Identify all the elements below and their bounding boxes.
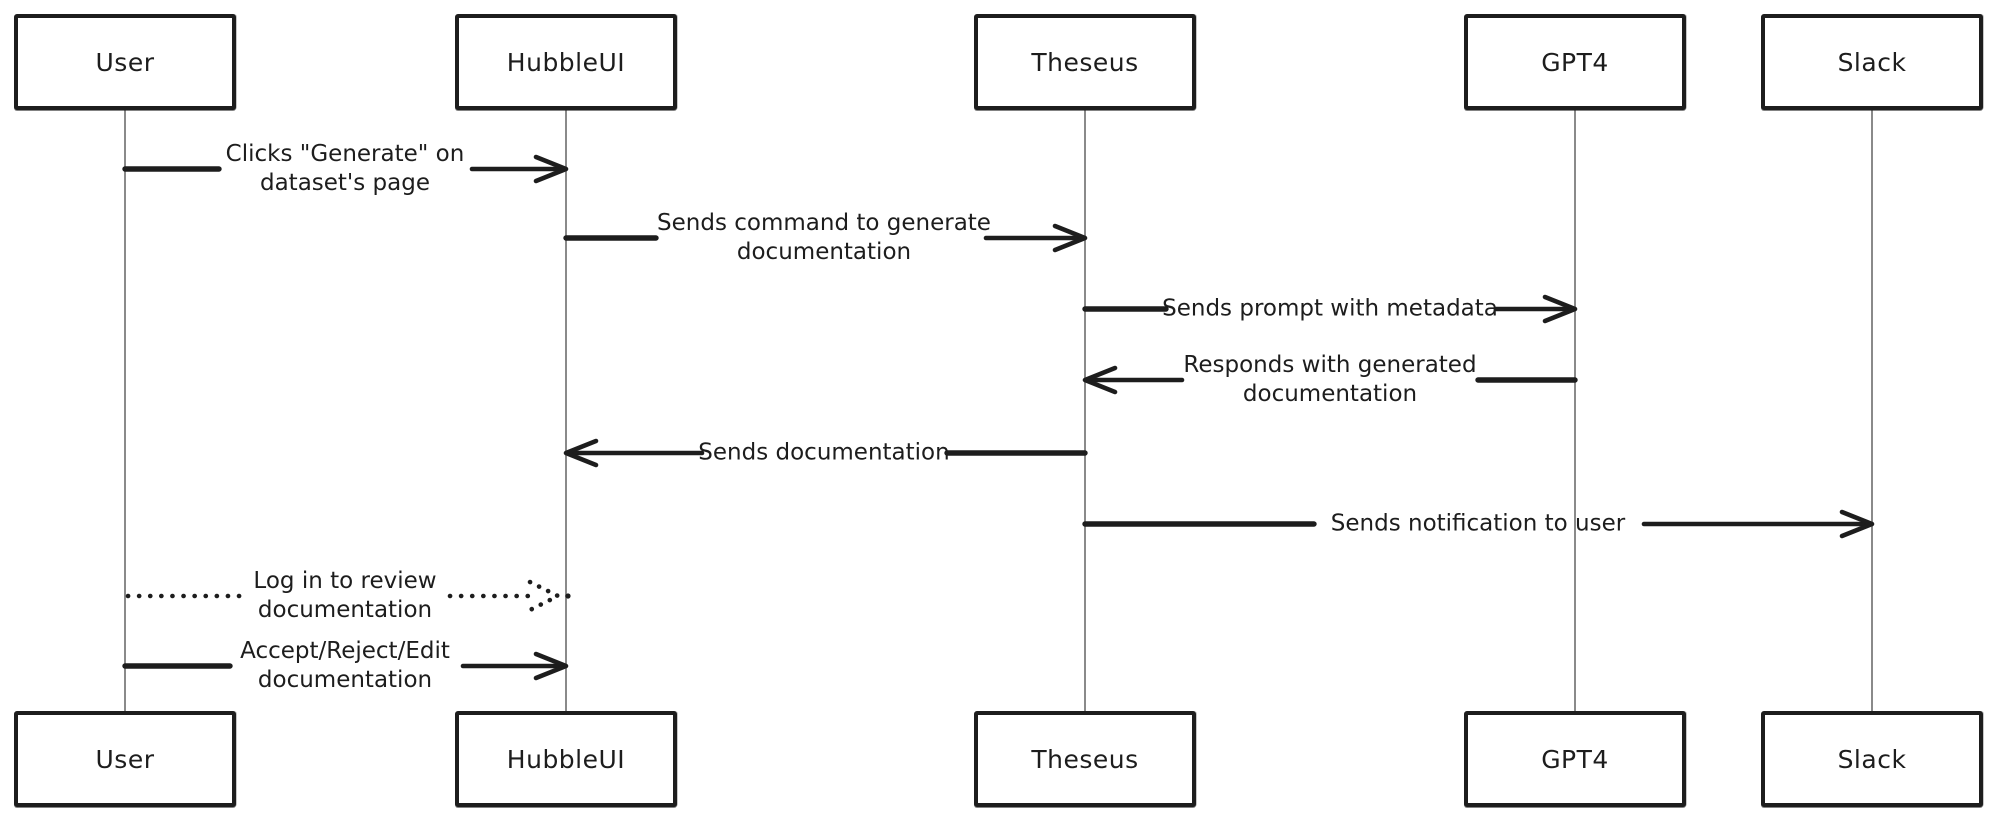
- message-label-2: Sends command to generate documentation: [657, 209, 991, 267]
- actor-label-gpt4-bottom: GPT4: [1541, 744, 1609, 774]
- actor-label-slack: Slack: [1837, 47, 1907, 77]
- message-label-line: Accept/Reject/Edit: [240, 638, 450, 664]
- actor-box-slack-bottom: Slack: [1761, 711, 1983, 807]
- message-label-line: Sends notification to user: [1330, 510, 1626, 537]
- message-label-6: Sends notification to user: [1331, 510, 1625, 539]
- actor-box-theseus-top: Theseus: [974, 14, 1196, 110]
- actor-label-user-bottom: User: [95, 744, 155, 774]
- message-label-line: Log in to review: [253, 568, 437, 594]
- actor-label-hubbleui: HubbleUI: [506, 47, 626, 77]
- actor-label-slack-bottom: Slack: [1837, 744, 1907, 774]
- actor-box-hubbleui-top: HubbleUI: [455, 14, 677, 110]
- message-label-line: documentation: [1242, 381, 1418, 407]
- actor-label-theseus-bottom: Theseus: [1031, 744, 1139, 774]
- msg5-arrowhead-icon: [563, 438, 599, 468]
- actor-box-gpt4-top: GPT4: [1464, 14, 1686, 110]
- actor-label-theseus: Theseus: [1031, 47, 1139, 77]
- msg6-arrowhead-icon: [1839, 509, 1875, 539]
- msg7-arrow-tip-dot: [565, 593, 571, 599]
- message-label-5: Sends documentation: [698, 439, 949, 468]
- message-label-line: documentation: [257, 667, 433, 693]
- message-label-3: Sends prompt with metadata: [1162, 295, 1498, 324]
- message-label-4: Responds with generated documentation: [1183, 351, 1476, 409]
- message-label-line: Sends command to generate: [657, 210, 991, 236]
- actor-box-hubbleui-bottom: HubbleUI: [455, 711, 677, 807]
- msg2-arrowhead-icon: [1052, 223, 1088, 253]
- actor-box-theseus-bottom: Theseus: [974, 711, 1196, 807]
- message-label-line: Clicks "Generate" on: [225, 141, 465, 167]
- actor-box-slack-top: Slack: [1761, 14, 1983, 110]
- message-label-1: Clicks "Generate" on dataset's page: [226, 140, 465, 198]
- msg1-arrowhead-icon: [533, 154, 569, 184]
- actor-label-hubbleui-bottom: HubbleUI: [506, 744, 626, 774]
- message-label-line: dataset's page: [259, 170, 431, 196]
- actor-box-user-bottom: User: [14, 711, 236, 807]
- msg4-arrowhead-icon: [1082, 365, 1118, 395]
- message-label-line: Sends prompt with metadata: [1162, 295, 1498, 322]
- actor-box-user-top: User: [14, 14, 236, 110]
- msg7-arrowhead-dotted-icon: [527, 579, 561, 613]
- actor-label-user: User: [95, 47, 155, 77]
- message-label-7: Log in to review documentation: [253, 567, 436, 625]
- message-label-line: Responds with generated: [1183, 352, 1477, 378]
- msg3-arrowhead-icon: [1542, 294, 1578, 324]
- actor-label-gpt4: GPT4: [1541, 47, 1609, 77]
- actor-box-gpt4-bottom: GPT4: [1464, 711, 1686, 807]
- message-label-line: documentation: [736, 239, 912, 265]
- message-label-8: Accept/Reject/Edit documentation: [240, 637, 450, 695]
- message-label-line: documentation: [257, 597, 433, 623]
- msg8-arrowhead-icon: [533, 651, 569, 681]
- message-label-line: Sends documentation: [698, 439, 950, 466]
